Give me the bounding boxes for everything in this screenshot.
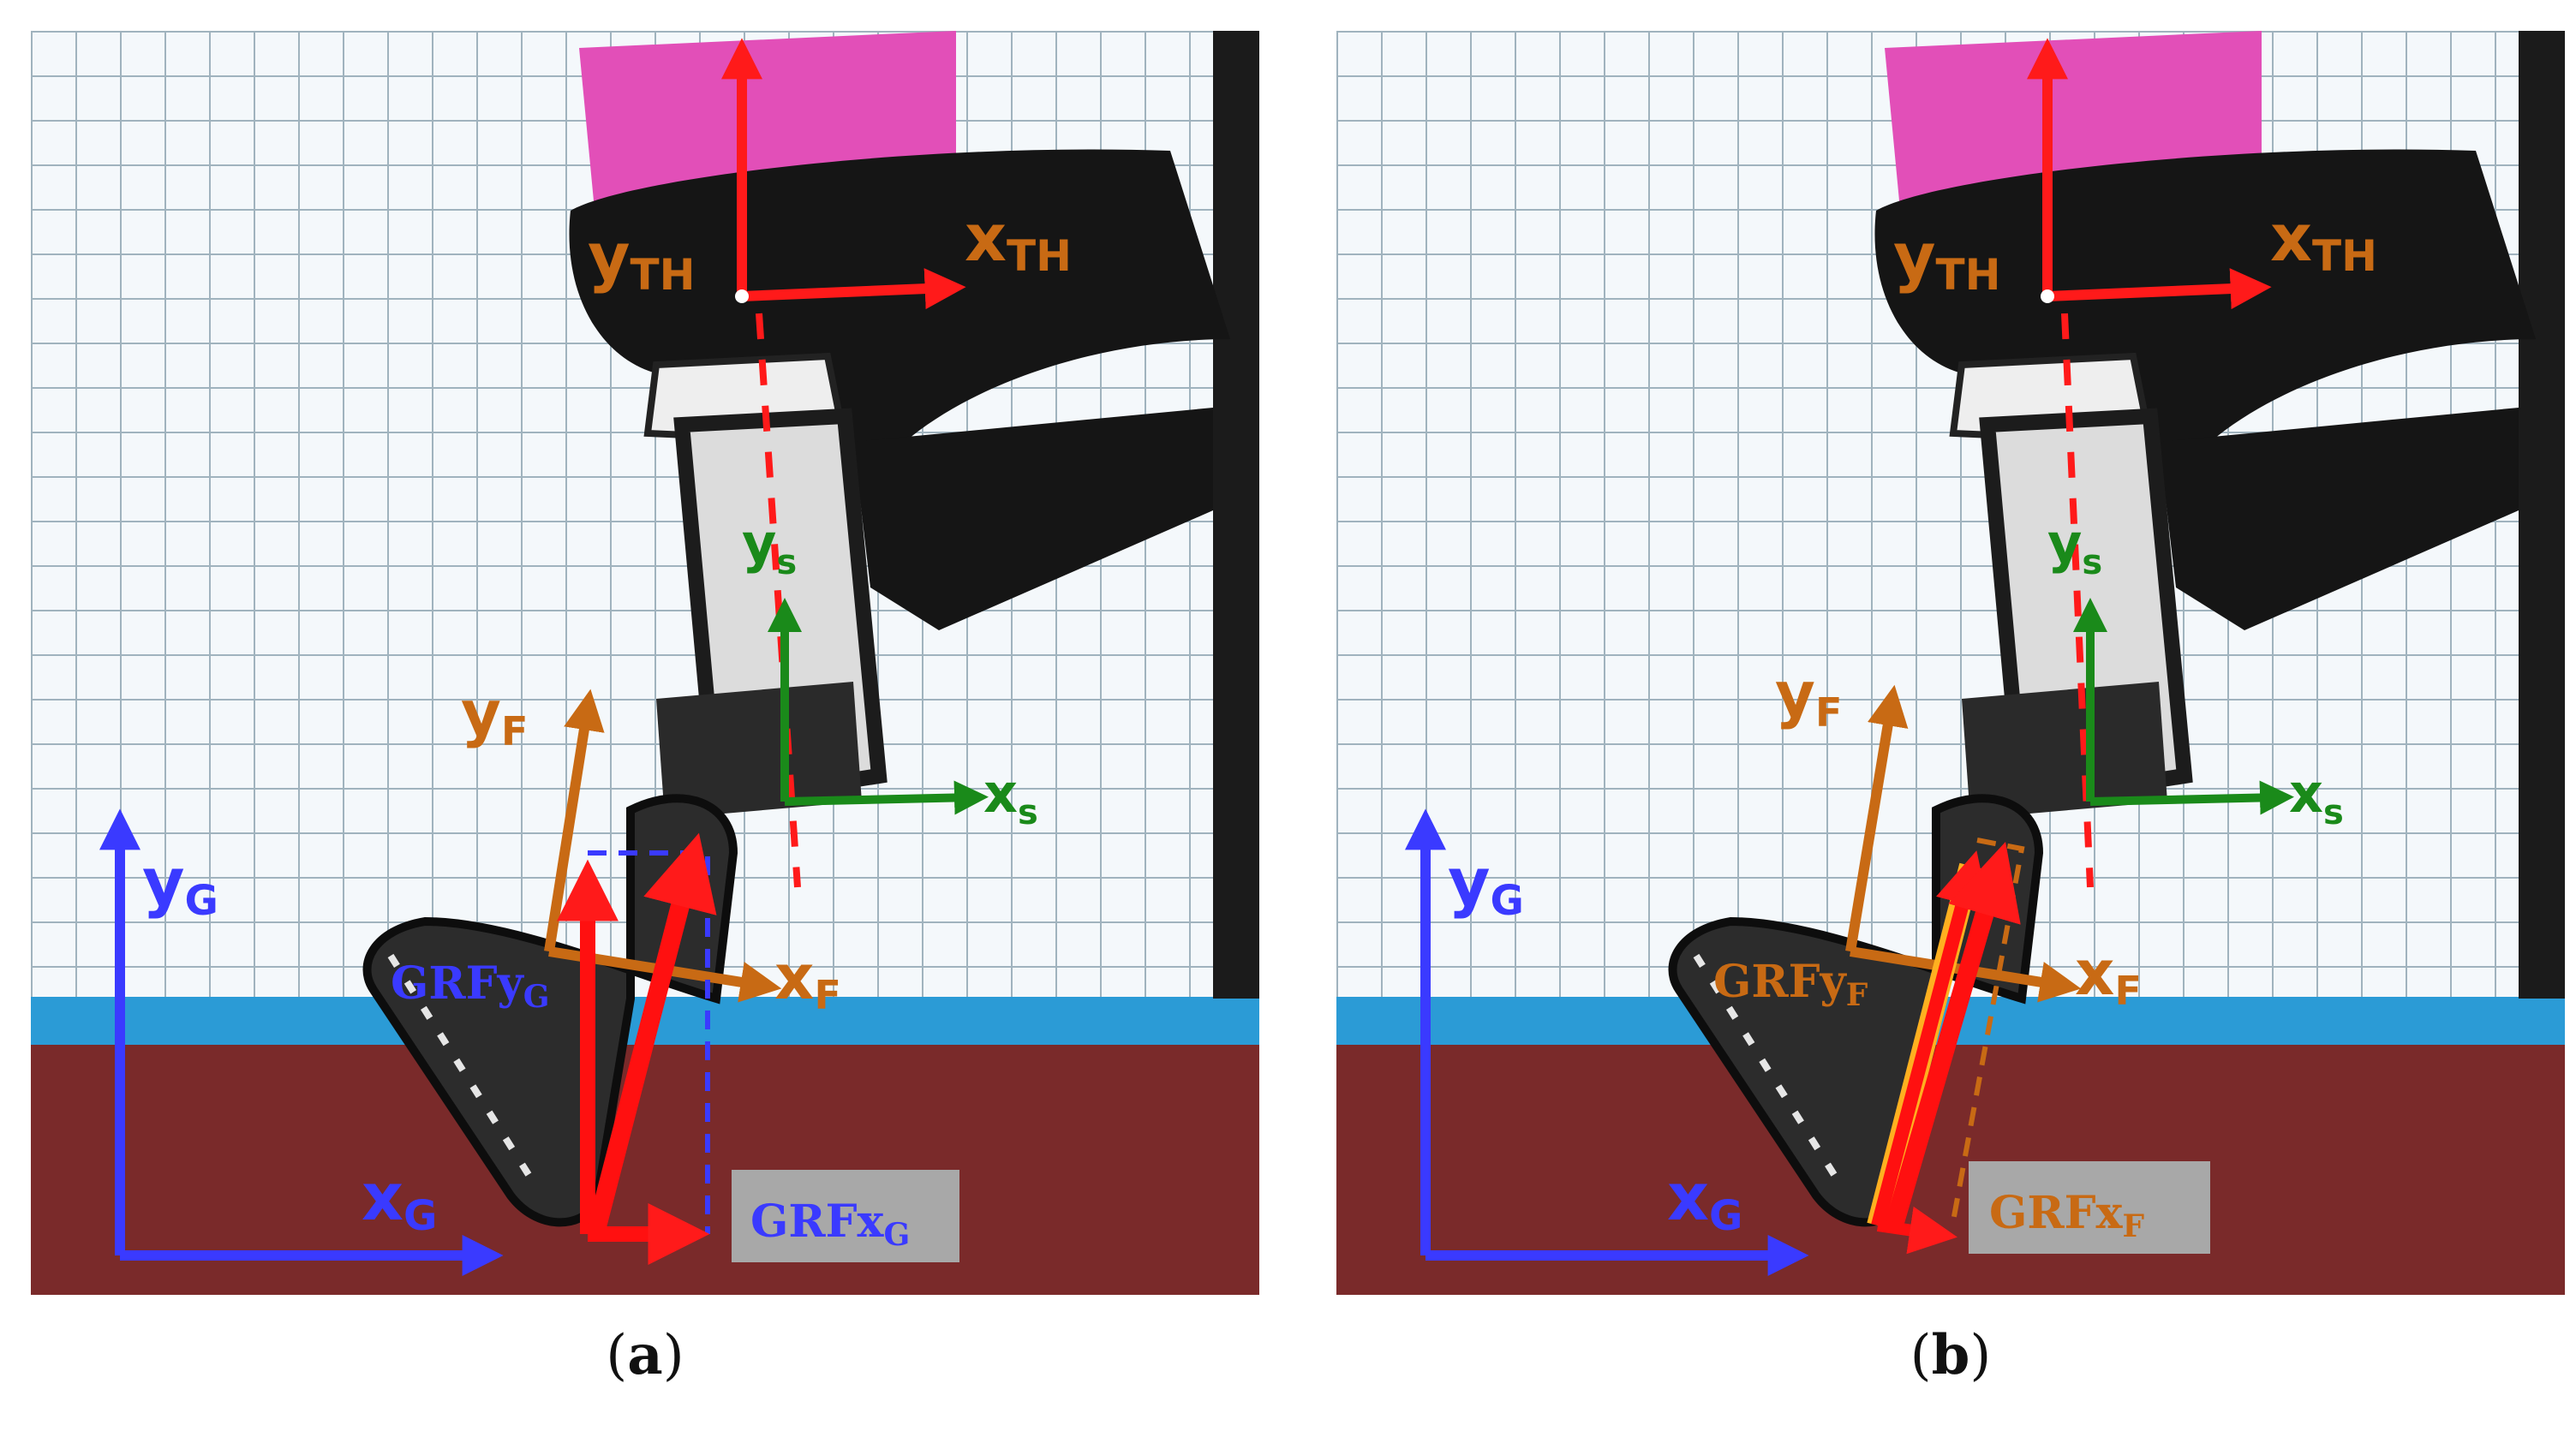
foot-sole-dots [1693,953,1845,1190]
shank-x-arrow [2089,780,2294,815]
grf-resultant-arrow [1884,841,2021,1231]
label-x-th: xTH [2270,200,2377,281]
thigh-origin [735,289,749,303]
label-y-th: yTH [1893,218,2001,300]
caption-b: (b) [1910,1323,1992,1387]
force-component-dashes [588,850,710,1234]
caption-a: (a) [606,1323,684,1387]
thigh-x-arrow [2047,268,2272,310]
prosthetic-foot [362,794,738,1227]
label-y-g: yG [142,844,218,925]
grf-x-arrow [1876,1206,1957,1255]
label-grf-x: GRFxG [750,1196,910,1253]
label-grf-x: GRFxF [1989,1187,2145,1244]
label-x-th: xTH [965,200,1072,281]
label-x-s: xs [2289,762,2344,832]
knee [656,682,862,819]
label-y-s: ys [742,512,797,582]
foot-sole-dots [387,953,540,1190]
panel-a-scene: yTH xTH ys xs yF xF yG xG GRFyG GRFxG [31,31,1259,1295]
foot-x-arrow [1850,946,2082,1003]
knee [1962,682,2167,819]
panel-b-scene: yTH xTH ys xs yF xF yG xG GRFyF GRFxF [1336,31,2565,1295]
label-grf-y: GRFyF [1713,956,1868,1013]
label-x-g: xG [1667,1159,1742,1240]
leg-back [2159,408,2519,630]
label-y-th: yTH [588,218,696,300]
grf-y-arrow [1871,850,1989,1228]
post [2519,31,2565,999]
label-x-s: xs [983,762,1038,832]
label-y-g: yG [1448,844,1524,925]
label-grf-y: GRFyG [391,957,550,1015]
leg-back [853,408,1213,630]
grf-x-label-box [732,1170,959,1262]
label-y-f: yF [461,677,528,754]
foot-y-arrow [544,689,605,952]
panel-a: yTH xTH ys xs yF xF yG xG GRFyG GRFxG [31,31,1259,1295]
label-y-s: ys [2047,512,2102,582]
label-x-g: xG [362,1159,437,1240]
grf-resultant-arrow [587,832,717,1232]
panel-b: yTH xTH ys xs yF xF yG xG GRFyF GRFxF [1336,31,2565,1295]
thigh-x-arrow [741,268,966,310]
post [1213,31,1259,999]
label-y-f: yF [1775,659,1842,736]
label-x-f: xF [2075,937,2142,1014]
shank-x-arrow [784,780,989,815]
grf-x-label-box [1969,1161,2210,1254]
label-x-f: xF [774,941,841,1018]
thigh-origin [2041,289,2054,303]
foot-y-arrow [1845,684,1909,952]
